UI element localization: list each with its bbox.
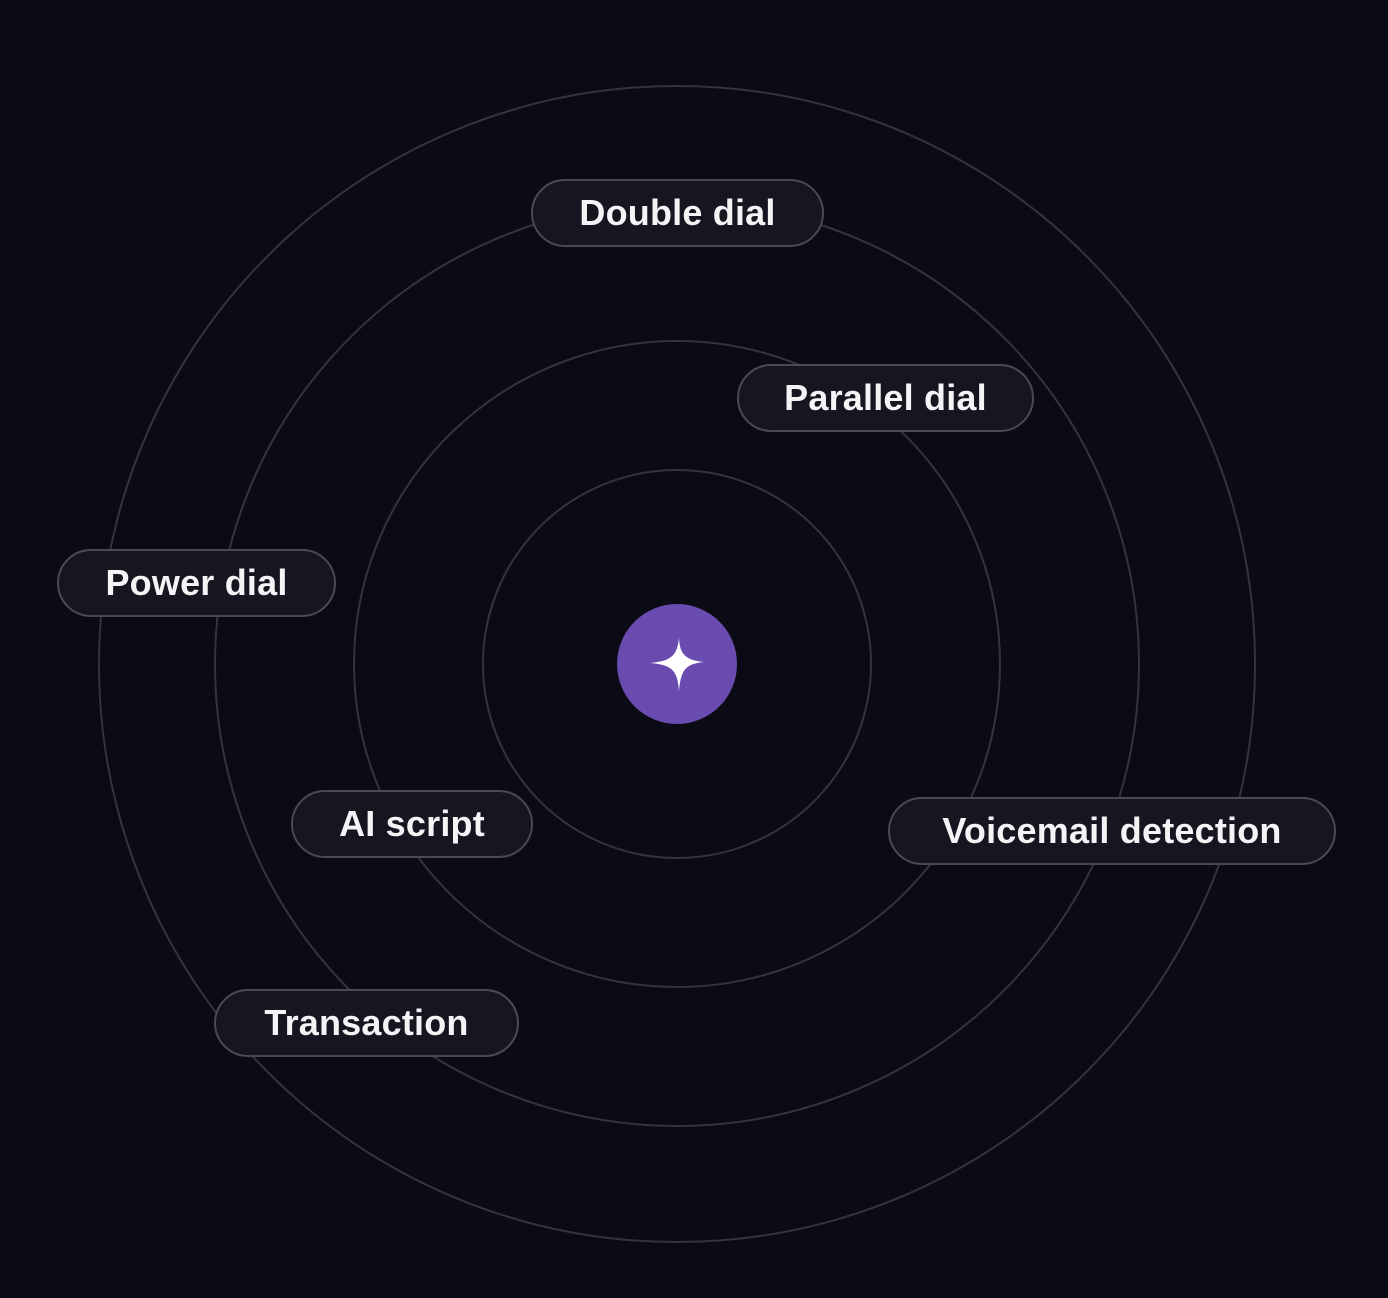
feature-label: Parallel dial bbox=[784, 377, 987, 418]
feature-pill-transaction[interactable]: Transaction bbox=[214, 989, 519, 1057]
ai-hub[interactable] bbox=[617, 604, 737, 724]
feature-pill-voicemail-detection[interactable]: Voicemail detection bbox=[888, 797, 1336, 865]
sparkle-icon bbox=[650, 637, 704, 691]
feature-label: AI script bbox=[339, 803, 485, 844]
feature-pill-double-dial[interactable]: Double dial bbox=[531, 179, 824, 247]
feature-pill-power-dial[interactable]: Power dial bbox=[57, 549, 336, 617]
feature-label: Power dial bbox=[105, 562, 288, 603]
orbit-ring-inner bbox=[482, 469, 872, 859]
feature-label: Double dial bbox=[579, 192, 776, 233]
feature-pill-ai-script[interactable]: AI script bbox=[291, 790, 533, 858]
orbit-ring-second bbox=[353, 340, 1001, 988]
feature-pill-parallel-dial[interactable]: Parallel dial bbox=[737, 364, 1034, 432]
feature-label: Voicemail detection bbox=[942, 810, 1282, 851]
feature-label: Transaction bbox=[264, 1002, 469, 1043]
orbit-ring-outer bbox=[98, 85, 1256, 1243]
